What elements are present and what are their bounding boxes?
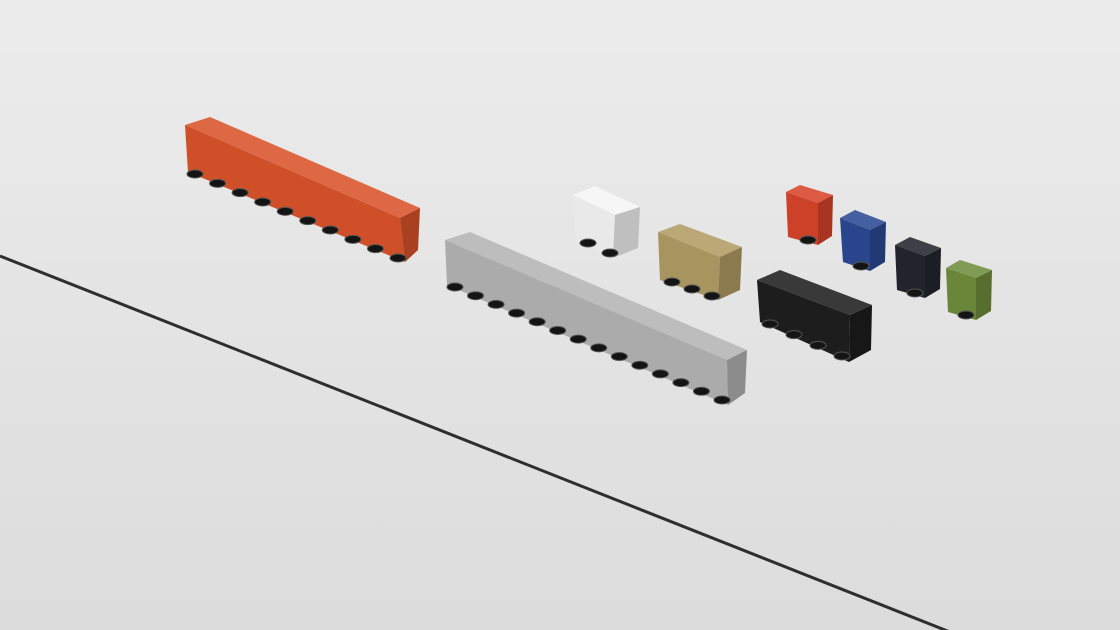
orange-linear-fixture — [185, 117, 420, 263]
ceiling-track-line — [0, 254, 950, 630]
grey-linear-fixture — [445, 232, 747, 405]
lens — [231, 188, 249, 198]
lens — [321, 225, 339, 235]
white-cube-fixture-end-face — [613, 207, 640, 258]
lens — [487, 299, 505, 309]
blue-small-fixture-top-face — [840, 210, 886, 230]
navy-small-fixture-end-face — [925, 248, 941, 298]
lens — [852, 261, 870, 271]
lens — [569, 334, 587, 344]
lens — [299, 216, 317, 226]
red-small-fixture-end-face — [818, 195, 833, 245]
lens — [957, 310, 975, 320]
lens — [799, 235, 817, 245]
lens — [761, 319, 779, 329]
lens — [254, 197, 272, 207]
blue-small-fixture-end-face — [870, 222, 886, 271]
lens — [833, 351, 851, 361]
green-small-fixture-front-face — [946, 268, 976, 320]
lens — [601, 248, 619, 258]
blue-small-fixture — [840, 210, 886, 271]
lens — [906, 288, 924, 298]
lens — [809, 340, 827, 350]
lens — [467, 291, 485, 301]
lens — [528, 317, 546, 327]
orange-linear-fixture-end-face — [400, 208, 420, 262]
black-fixture-end-face — [849, 305, 872, 362]
green-small-fixture-top-face — [946, 260, 992, 278]
lens — [651, 369, 669, 379]
green-small-fixture — [946, 260, 992, 320]
black-fixture-front-face — [757, 280, 850, 362]
lens — [366, 244, 384, 254]
white-cube-fixture-top-face — [573, 186, 640, 215]
white-cube-fixture — [573, 186, 640, 258]
orange-linear-fixture-top-face — [185, 117, 420, 218]
lens — [590, 343, 608, 353]
red-small-fixture-front-face — [786, 192, 818, 245]
lens — [631, 360, 649, 370]
lens — [389, 253, 407, 263]
gold-fixture — [658, 224, 742, 301]
black-fixture — [757, 270, 872, 362]
lens — [683, 284, 701, 294]
lens — [703, 291, 721, 301]
navy-small-fixture-top-face — [895, 237, 941, 256]
lens — [692, 386, 710, 396]
gold-fixture-top-face — [658, 224, 742, 257]
grey-linear-fixture-front-face — [445, 240, 728, 405]
red-small-fixture — [786, 185, 833, 245]
lens — [785, 330, 803, 340]
lens — [508, 308, 526, 318]
lens — [713, 395, 731, 405]
navy-small-fixture — [895, 237, 941, 298]
lens — [276, 206, 294, 216]
lens — [446, 282, 464, 292]
lens — [610, 352, 628, 362]
lens — [663, 277, 681, 287]
grey-linear-fixture-end-face — [727, 350, 747, 405]
lens — [186, 169, 204, 179]
lens — [579, 238, 597, 248]
lens — [209, 178, 227, 188]
black-fixture-top-face — [757, 270, 872, 315]
orange-linear-fixture-front-face — [185, 125, 405, 262]
blue-small-fixture-front-face — [840, 218, 870, 271]
gold-fixture-end-face — [718, 247, 742, 300]
green-small-fixture-end-face — [976, 270, 992, 320]
lens — [344, 234, 362, 244]
navy-small-fixture-front-face — [895, 245, 925, 298]
lens — [549, 325, 567, 335]
lens — [672, 378, 690, 388]
grey-linear-fixture-top-face — [445, 232, 747, 360]
red-small-fixture-top-face — [786, 185, 833, 203]
